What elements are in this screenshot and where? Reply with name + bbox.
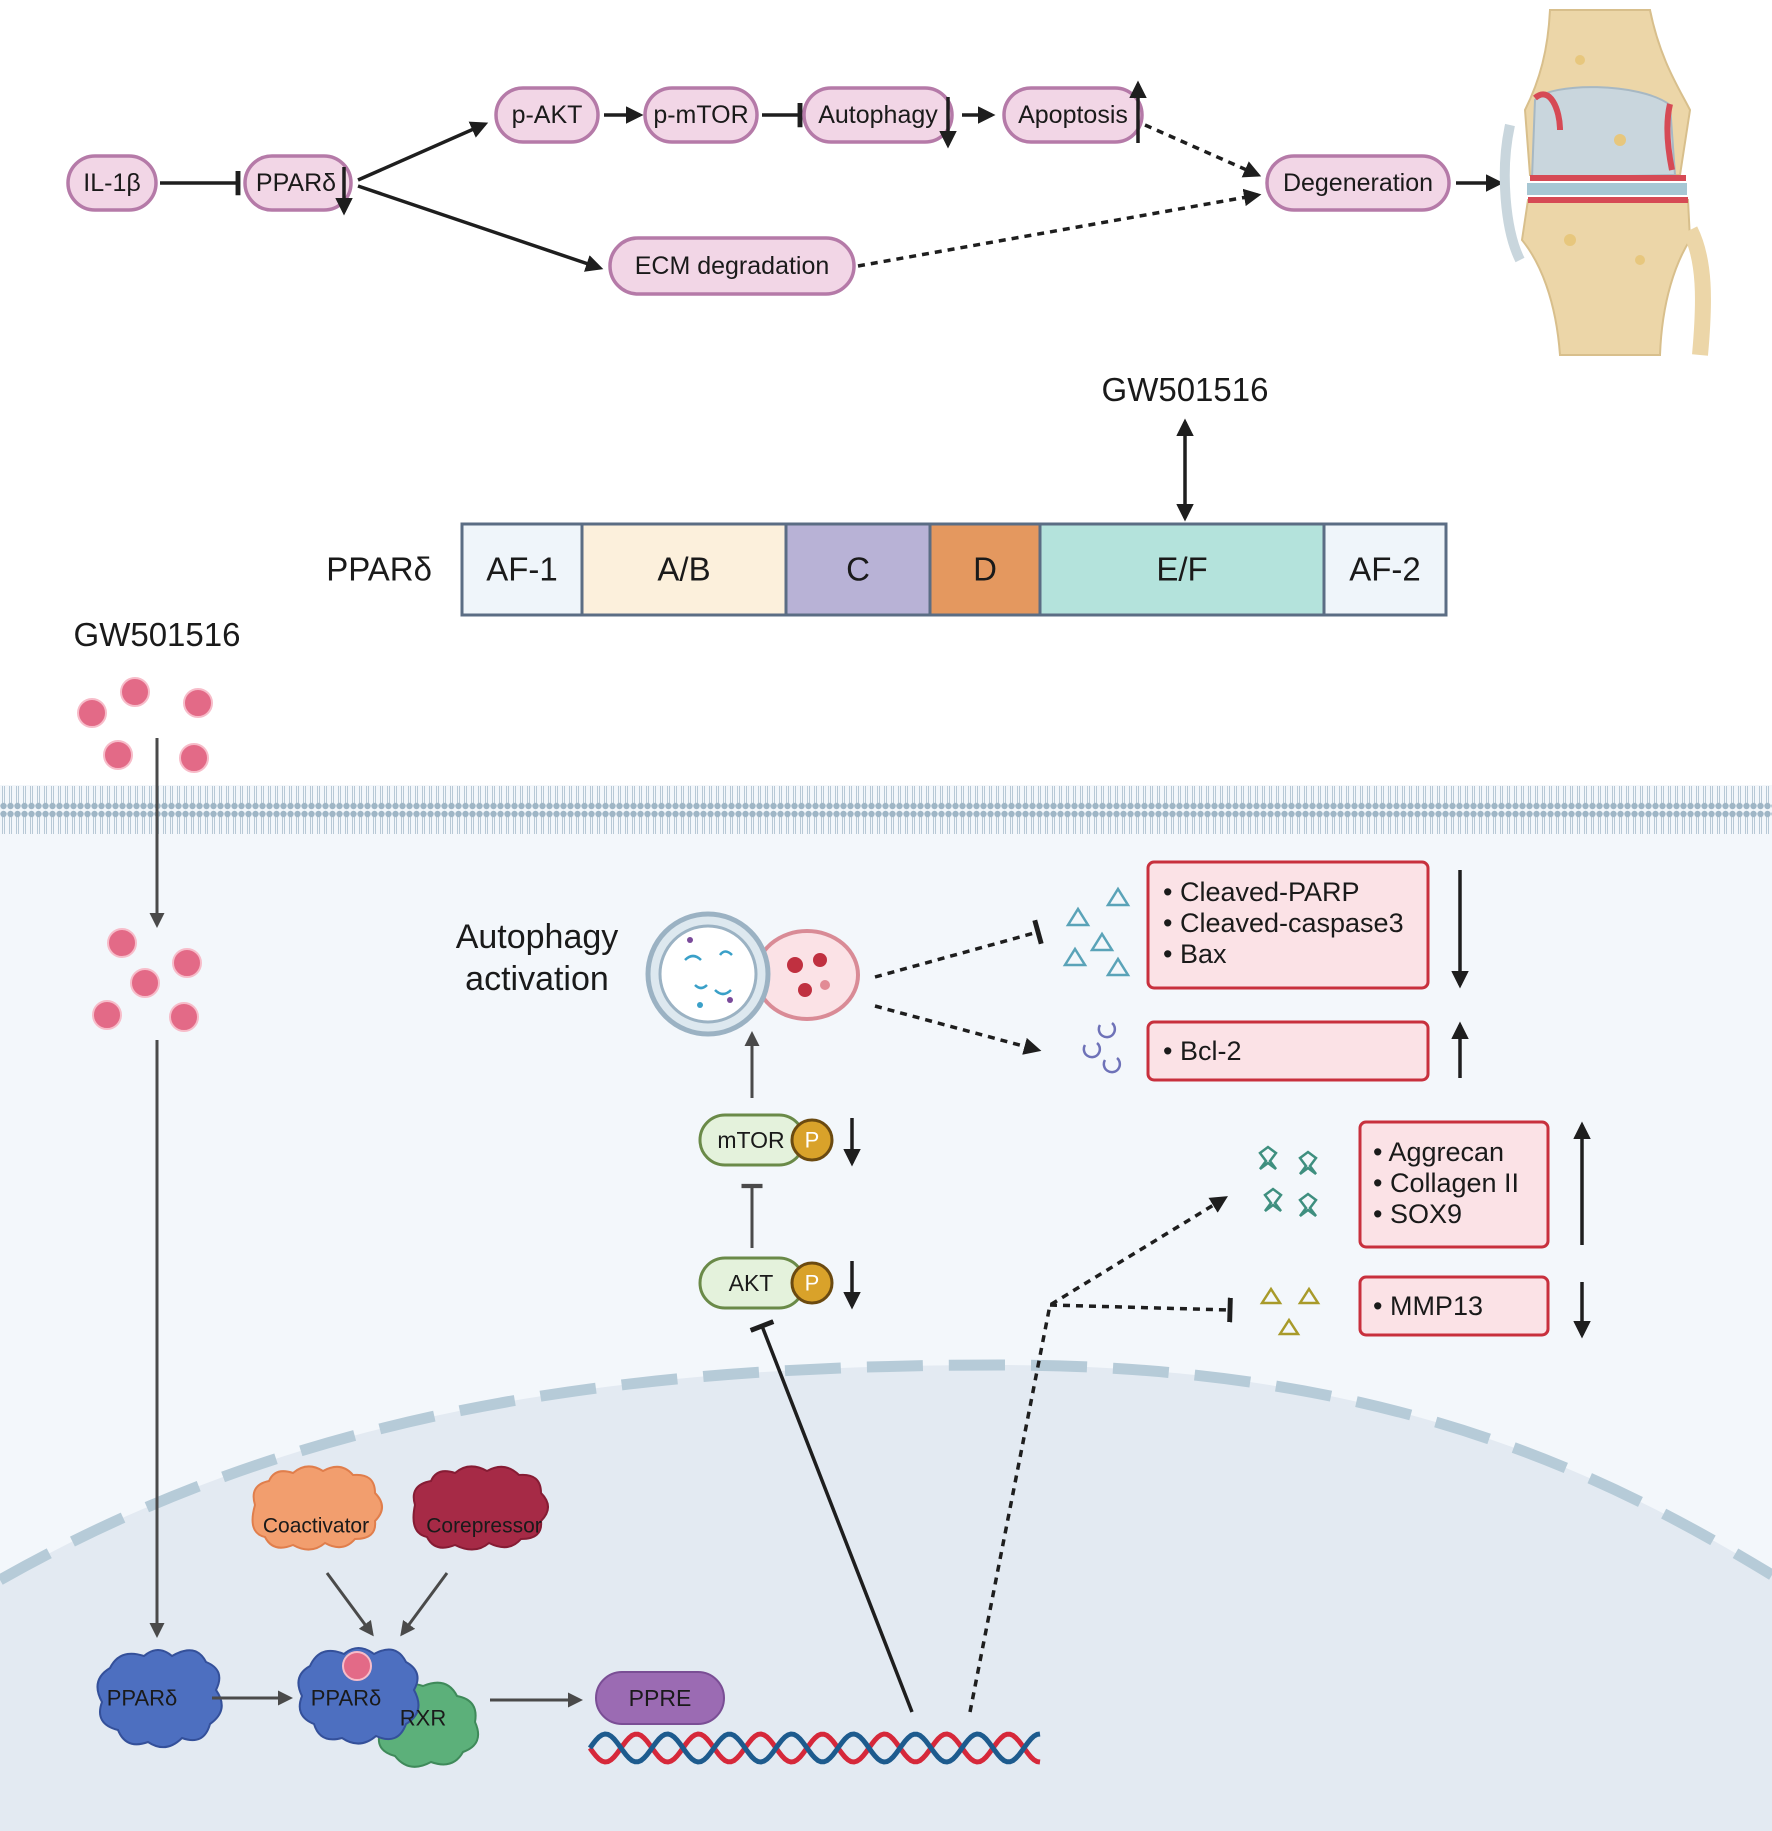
domain-af1-label: AF-1 bbox=[486, 551, 558, 588]
apoptosis-node: Apoptosis bbox=[1002, 86, 1144, 144]
ppard-bound-label: PPARδ bbox=[311, 1686, 382, 1711]
mtor-node: mTOR P bbox=[698, 1113, 834, 1167]
marker-bax: • Bax bbox=[1163, 939, 1227, 969]
ppre-element: PPRE bbox=[595, 1671, 725, 1725]
dna-inhibits-akt-edge bbox=[749, 1319, 914, 1713]
domain-c bbox=[784, 522, 932, 617]
autophagy-activation-label-2: activation bbox=[465, 960, 609, 998]
marker-cleaved-parp: • Cleaved-PARP bbox=[1163, 877, 1360, 907]
pakt-node: p-AKT bbox=[494, 86, 600, 144]
cell-membrane bbox=[0, 786, 1772, 836]
corepressor-arrow bbox=[400, 1572, 449, 1637]
ppard-free-protein: PPARδ bbox=[96, 1649, 223, 1749]
extracellular-ligand-label: GW501516 bbox=[74, 616, 241, 653]
extracellular-ligand-molecules bbox=[77, 677, 213, 773]
ppre-label: PPRE bbox=[629, 1685, 692, 1711]
apoptosis-label: Apoptosis bbox=[1018, 101, 1128, 129]
pakt-label: p-AKT bbox=[512, 101, 583, 129]
autolysosome-icon bbox=[645, 911, 860, 1037]
ppard-free-label: PPARδ bbox=[107, 1686, 178, 1711]
mmp13-marker-box: • MMP13 bbox=[1358, 1275, 1550, 1337]
domain-ef-label: E/F bbox=[1156, 551, 1207, 588]
akt-label: AKT bbox=[729, 1270, 774, 1296]
akt-phospho-icon bbox=[790, 1261, 834, 1305]
domain-c-label: C bbox=[846, 551, 870, 588]
domain-d-label: D bbox=[973, 551, 997, 588]
domain-protein-label: PPARδ bbox=[326, 551, 432, 588]
akt-node: AKT P bbox=[698, 1256, 834, 1310]
corepressor-icon: Corepressor bbox=[412, 1465, 549, 1551]
marker-collagen-ii: • Collagen II bbox=[1373, 1168, 1519, 1198]
marker-cleaved-caspase3: • Cleaved-caspase3 bbox=[1163, 908, 1404, 938]
marker-sox9: • SOX9 bbox=[1373, 1199, 1462, 1229]
apoptosis-to-degeneration-edge bbox=[1144, 123, 1262, 178]
autophagy-inhibits-apoptosis-edge bbox=[874, 919, 1044, 979]
rxr-label: RXR bbox=[400, 1706, 446, 1731]
ecm-node: ECM degradation bbox=[608, 236, 856, 296]
osteoarthritic-knee-illustration bbox=[1499, 9, 1711, 356]
mtor-phospho-label: P bbox=[805, 1128, 820, 1153]
mtor-label: mTOR bbox=[717, 1127, 784, 1153]
ppard-to-ecm-edge bbox=[357, 184, 604, 272]
bound-ligand-molecule bbox=[342, 1651, 372, 1681]
akt-phospho-label: P bbox=[805, 1271, 820, 1296]
autophagy-node: Autophagy bbox=[802, 86, 954, 144]
il1b-node: IL-1β bbox=[66, 154, 158, 212]
marker-aggrecan: • Aggrecan bbox=[1373, 1137, 1504, 1167]
il1b-label: IL-1β bbox=[83, 169, 140, 197]
bcl2-marker-box: • Bcl-2 bbox=[1146, 1020, 1430, 1082]
dna-inhibits-mmp13-edge bbox=[1049, 1297, 1233, 1323]
matrix-marker-box: • Aggrecan • Collagen II • SOX9 bbox=[1358, 1120, 1550, 1249]
ppard-domain-bar: AF-1 A/B C D E/F AF-2 bbox=[460, 522, 1448, 617]
domain-ef bbox=[1038, 522, 1326, 617]
marker-mmp13: • MMP13 bbox=[1373, 1291, 1483, 1321]
matrix-protein-icons bbox=[1258, 1145, 1318, 1217]
degeneration-node: Degeneration bbox=[1265, 154, 1451, 212]
coactivator-arrow bbox=[325, 1572, 374, 1637]
mmp13-protein-icons bbox=[1259, 1286, 1321, 1336]
mtor-phospho-icon bbox=[790, 1118, 834, 1162]
domain-ligand-label: GW501516 bbox=[1102, 371, 1269, 408]
ppard-node: PPARδ bbox=[243, 154, 353, 212]
ecm-label: ECM degradation bbox=[635, 252, 830, 280]
domain-ab-label: A/B bbox=[657, 551, 710, 588]
coactivator-label: Coactivator bbox=[263, 1515, 369, 1538]
autophagy-activation-label-1: Autophagy bbox=[456, 918, 619, 956]
apoptosis-marker-box: • Cleaved-PARP • Cleaved-caspase3 • Bax bbox=[1146, 860, 1430, 990]
ecm-to-degeneration-edge bbox=[857, 188, 1262, 268]
dna-double-helix bbox=[587, 1731, 1041, 1765]
marker-bcl2: • Bcl-2 bbox=[1163, 1036, 1241, 1066]
degeneration-label: Degeneration bbox=[1283, 169, 1433, 197]
nuclear-envelope bbox=[0, 1359, 1772, 1585]
dna-to-matrix-edge bbox=[968, 1196, 1228, 1713]
pmtor-node: p-mTOR bbox=[643, 86, 759, 144]
ppard-rxr-complex: PPARδ RXR bbox=[297, 1647, 479, 1768]
domain-af2 bbox=[1322, 522, 1448, 617]
autophagy-label: Autophagy bbox=[818, 101, 938, 129]
domain-af2-label: AF-2 bbox=[1349, 551, 1421, 588]
pmtor-label: p-mTOR bbox=[653, 101, 748, 129]
bcl2-protein-icons bbox=[1082, 1022, 1122, 1074]
corepressor-label: Corepressor bbox=[426, 1515, 542, 1538]
autophagy-to-bcl2-edge bbox=[874, 1004, 1042, 1055]
ppard-node-label: PPARδ bbox=[256, 169, 336, 197]
ppard-to-pakt-edge bbox=[357, 121, 489, 182]
intracellular-ligand-molecules bbox=[92, 928, 202, 1032]
apoptosis-protein-icons bbox=[1062, 886, 1131, 977]
coactivator-icon: Coactivator bbox=[251, 1465, 383, 1551]
